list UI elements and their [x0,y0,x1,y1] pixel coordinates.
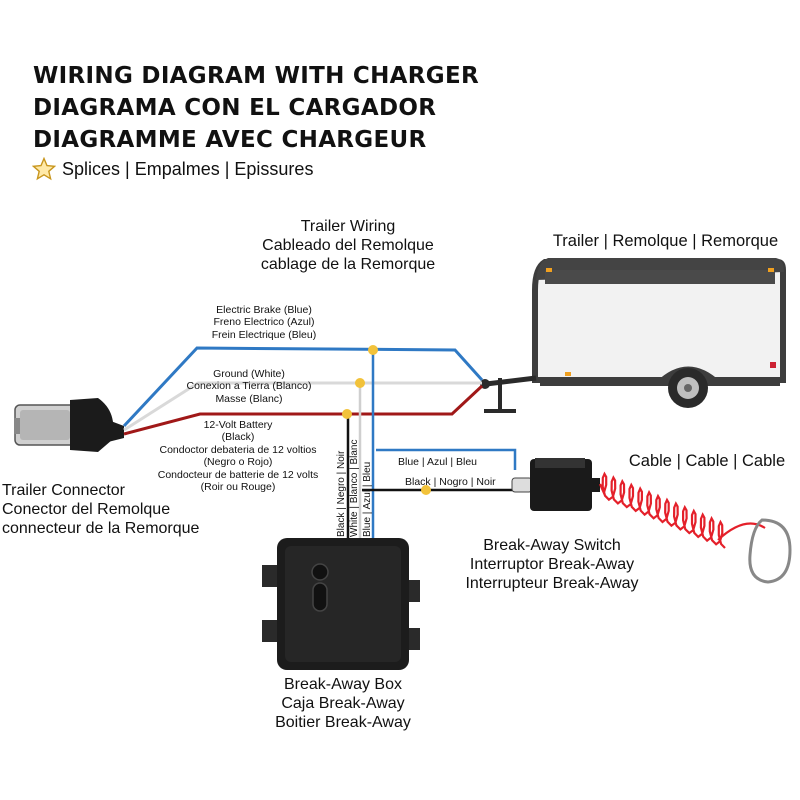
battery-label: 12-Volt Battery (Black) Condoctor debate… [157,419,319,493]
wire-electric-brake-blue [122,346,484,428]
switch-black-label: Black | Nogro | Noir [405,476,496,488]
legend-text: Splices | Empalmes | Epissures [62,158,314,179]
electric-brake-label: Electric Brake (Blue) Freno Electrico (A… [211,304,317,341]
lead-label-black: Black | Negro | Noir [336,450,347,537]
title-line-spanish: DIAGRAMA CON EL CARGADOR [33,95,437,121]
trailer-harness [122,346,500,436]
ground-label: Ground (White) Conexion a Tierra (Blanco… [186,368,312,405]
splice-legend: Splices | Empalmes | Epissures [32,157,313,181]
title-line-english: WIRING DIAGRAM WITH CHARGER [33,63,479,89]
wire-ground-white [123,381,482,432]
splice-ground [355,378,365,388]
splice-switch-black [421,485,431,495]
trailer-wiring-label: Trailer Wiring Cableado del Remolque cab… [260,218,436,273]
switch-blue-label: Blue | Azul | Bleu [398,456,478,468]
lead-label-blue: Blue | Azul | Bleu [362,461,373,537]
diagram-title: WIRING DIAGRAM WITH CHARGER DIAGRAMA CON… [33,60,479,156]
splice-battery [342,409,352,419]
lead-label-white: White | Blanco | Blanc [349,439,360,537]
breakaway-switch-illustration [511,458,600,511]
splice-brake [368,345,378,355]
cable-label: Cable | Cable | Cable [628,452,786,470]
trailer-illustration [480,258,786,413]
breakaway-switch-label: Break-Away Switch Interruptor Break-Away… [465,537,639,592]
trailer-connector-plug [14,398,124,452]
wire-battery-red [123,384,484,436]
title-line-french: DIAGRAMME AVEC CHARGEUR [33,127,427,153]
carabiner-clip [748,518,792,584]
lead-switch-blue [376,448,517,470]
trailer-connector-label: Trailer Connector Conector del Remolque … [2,482,200,537]
splice-points [342,345,431,495]
coiled-cable [598,471,792,584]
breakaway-box-illustration [262,538,420,670]
box-leads [346,349,517,538]
trailer-label: Trailer | Remolque | Remorque [552,232,779,250]
breakaway-box-label: Break-Away Box Caja Break-Away Boitier B… [275,676,411,731]
star-icon [32,157,56,181]
